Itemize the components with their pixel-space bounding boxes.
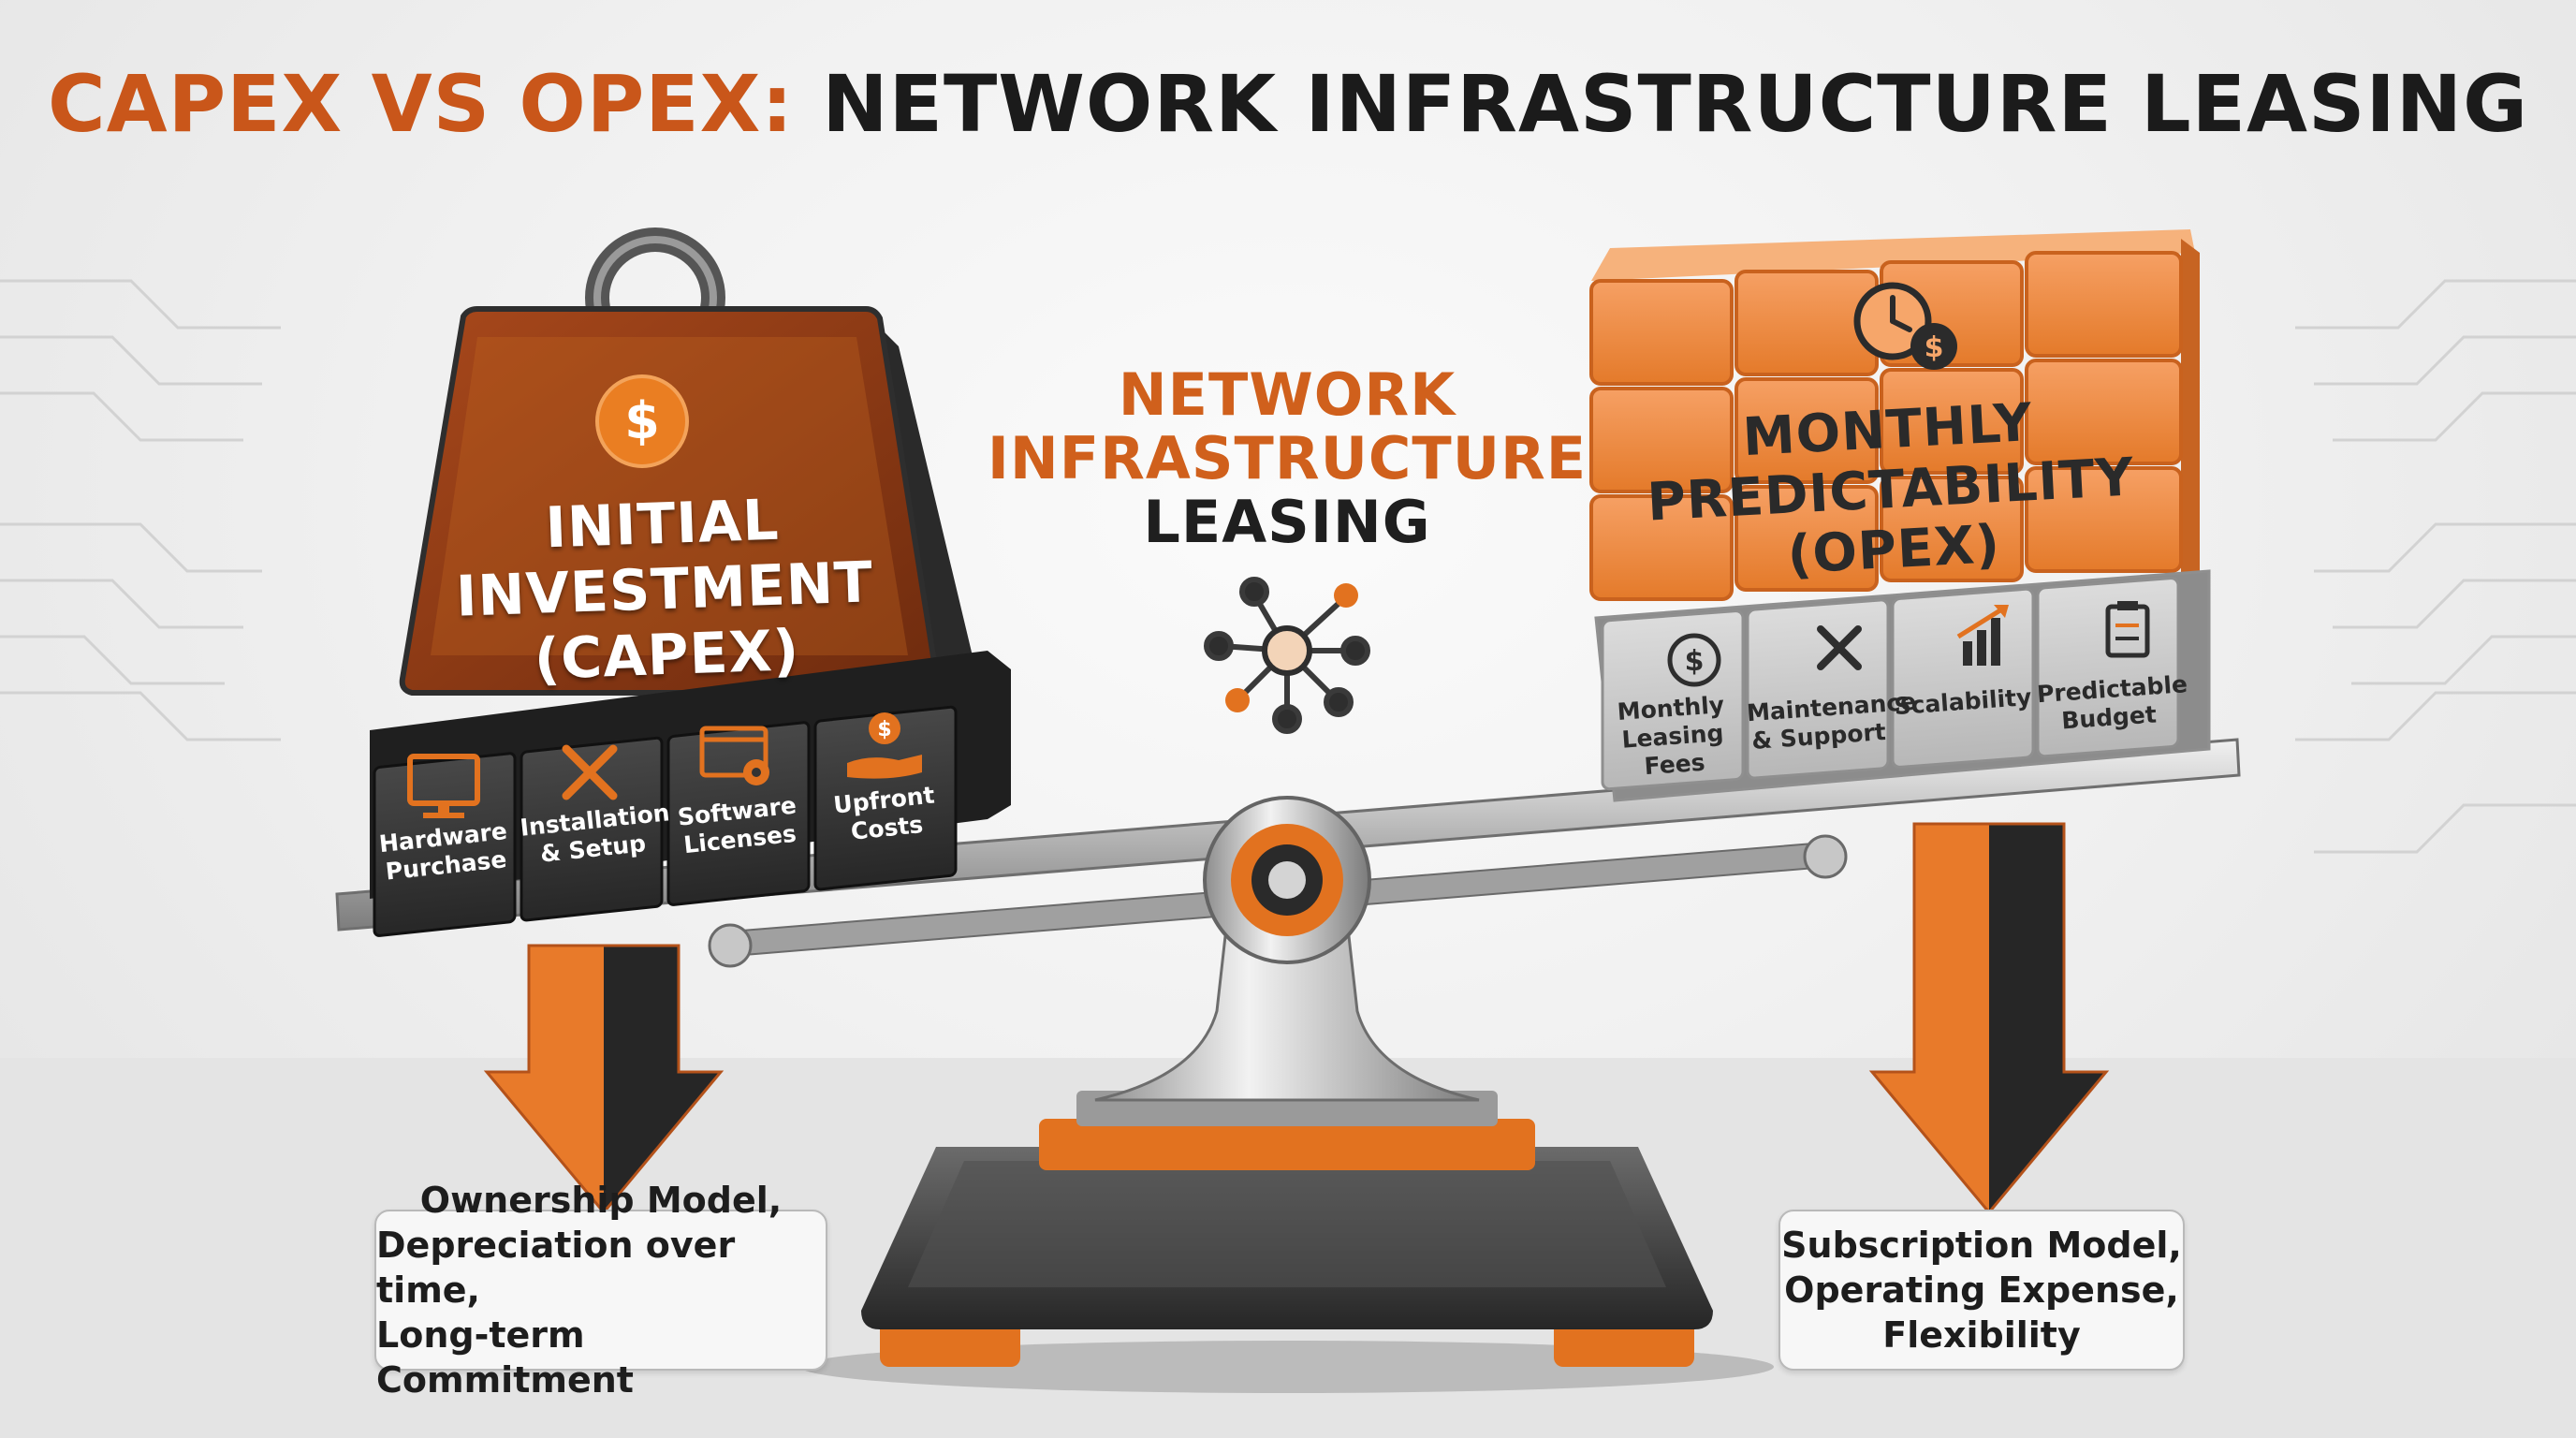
capex-block-row <box>370 651 1011 937</box>
software-gear-icon <box>699 726 769 785</box>
opex-note-box: Subscription Model, Operating Expense, F… <box>1778 1210 2185 1371</box>
svg-text:$: $ <box>877 718 891 741</box>
opex-cube-stack: $ <box>1589 229 2200 604</box>
opex-stack-label: MONTHLY PREDICTABILITY (OPEX) <box>1605 386 2175 594</box>
dollar-coin-icon <box>595 374 689 468</box>
growth-chart-icon <box>1956 605 2009 666</box>
svg-text:$: $ <box>1925 331 1944 364</box>
svg-text:$: $ <box>624 391 660 450</box>
title-accent: CAPEX VS OPEX: <box>47 58 795 150</box>
capex-note-box: Ownership Model, Depreciation over time,… <box>374 1180 827 1401</box>
capex-weight-label: INITIAL INVESTMENT (CAPEX) <box>409 483 921 697</box>
capex-weight: $ <box>399 227 973 712</box>
tools-icon <box>1817 625 1862 670</box>
opex-block-row <box>1594 569 2211 802</box>
tools-icon <box>562 744 618 800</box>
title-rest: NETWORK INFRASTRUCTURE LEASING <box>822 58 2529 150</box>
network-hub-icon <box>1204 577 1370 734</box>
center-line2: INFRASTRUCTURE <box>987 424 1588 492</box>
base-shadow <box>800 1341 1774 1393</box>
clock-dollar-icon: $ <box>1853 282 1957 370</box>
clipboard-icon <box>2105 601 2150 658</box>
monitor-icon <box>407 754 480 818</box>
center-heading: NETWORK INFRASTRUCTURE LEASING <box>983 363 1591 554</box>
svg-text:$: $ <box>1685 645 1705 678</box>
opex-item-maintenance: Maintenance& Support <box>1746 687 1917 755</box>
pedestal-post <box>1094 859 1480 1102</box>
circuit-lines-left <box>0 279 281 741</box>
page-title: CAPEX VS OPEX: NETWORK INFRASTRUCTURE LE… <box>0 58 2576 150</box>
pedestal-orange-plate <box>1039 1119 1535 1170</box>
hand-coin-icon: $ <box>847 712 922 779</box>
dollar-cycle-icon: $ <box>1667 633 1721 687</box>
center-line3: LEASING <box>1143 488 1431 556</box>
opex-down-arrow <box>1868 822 2110 1215</box>
capex-down-arrow <box>483 944 724 1215</box>
circuit-lines-right <box>2295 279 2576 854</box>
center-line1: NETWORK <box>1118 360 1456 429</box>
